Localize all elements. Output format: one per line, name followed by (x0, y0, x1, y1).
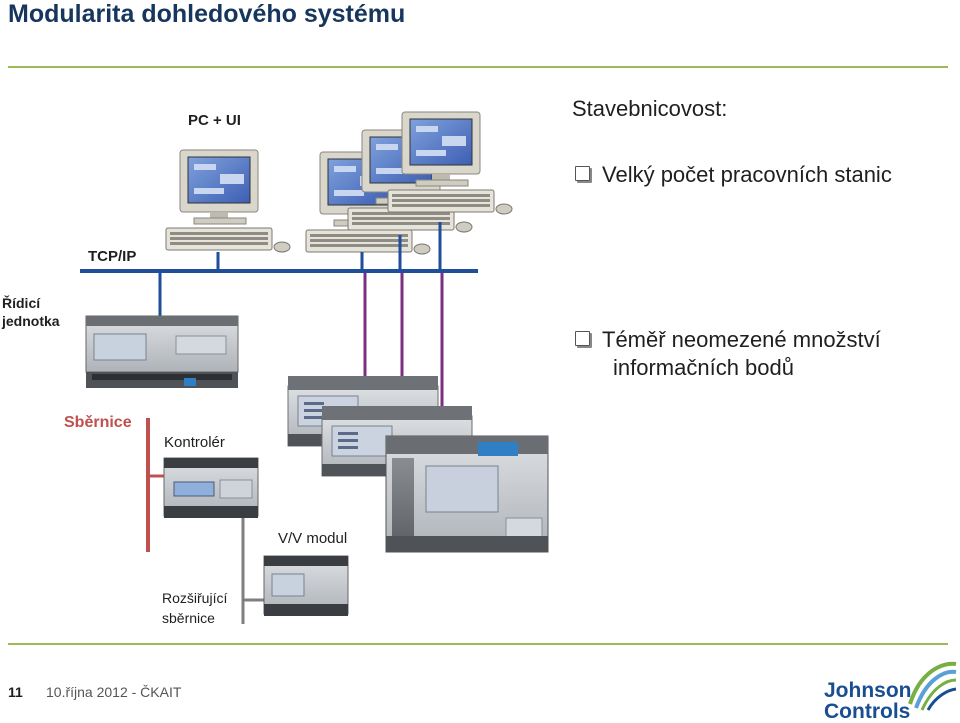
computer-icon (165, 149, 291, 253)
bullet-item: Téměř neomezené množství informačních bo… (575, 326, 881, 382)
title-divider (8, 66, 948, 68)
bus-label: Sběrnice (64, 414, 132, 431)
slide-title: Modularita dohledového systému (8, 0, 406, 28)
computer-icon (387, 111, 513, 215)
pc-label: PC + UI (188, 112, 241, 129)
tcpip-label: TCP/IP (88, 248, 137, 265)
johnson-controls-logo-icon (908, 661, 957, 711)
expansion-bus-label: Rozšiřující sběrnice (162, 590, 228, 626)
controller-unit-label: Řídicí jednotka (2, 295, 60, 329)
checkbox-bullet-icon (575, 166, 590, 181)
checkbox-bullet-icon (575, 331, 590, 346)
logo-text: Johnson Controls (824, 679, 912, 723)
footer-date: 10.října 2012 - ČKAIT (46, 684, 182, 700)
bullet-item: Velký počet pracovních stanic (575, 162, 892, 188)
io-module-label: V/V modul (278, 530, 348, 547)
supervisory-controller-icon (385, 435, 549, 553)
page-number: 11 (8, 684, 23, 700)
bullets-heading: Stavebnicovost: (572, 96, 728, 121)
controller-label: Kontrolér (164, 434, 225, 451)
